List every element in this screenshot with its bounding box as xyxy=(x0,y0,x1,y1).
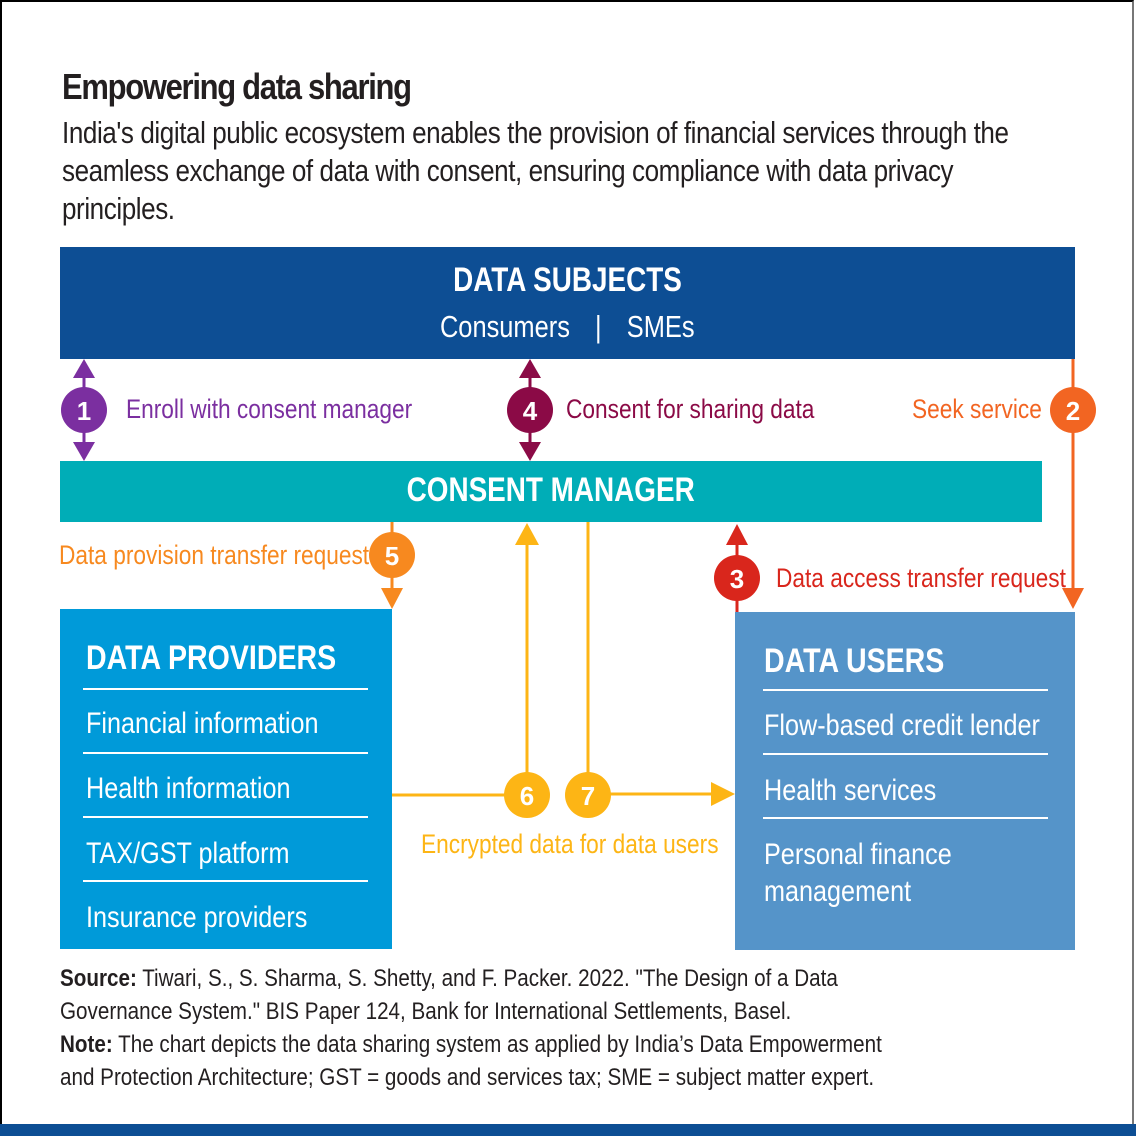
divider xyxy=(83,688,368,690)
data-subjects-separator: | xyxy=(595,309,602,344)
divider xyxy=(763,753,1048,755)
arrowhead-up-icon xyxy=(73,359,95,378)
step-2-badge xyxy=(1050,387,1096,433)
arrowhead-right-icon xyxy=(711,782,735,806)
data-provider-item: Health information xyxy=(86,772,291,805)
step-1-connector xyxy=(61,359,107,461)
consent-manager-title: CONSENT MANAGER xyxy=(406,471,696,509)
step-number: 4 xyxy=(523,396,538,426)
arrowhead-up-icon xyxy=(726,524,748,545)
data-users-title: DATA USERS xyxy=(764,642,945,680)
divider xyxy=(83,816,368,818)
step-number: 2 xyxy=(1066,396,1080,426)
arrowhead-down-icon xyxy=(1062,588,1084,609)
source-text-2: Governance System." BIS Paper 124, Bank … xyxy=(60,998,792,1025)
step-4-badge xyxy=(507,387,553,433)
divider xyxy=(763,817,1048,819)
step-7-connector xyxy=(565,522,735,818)
step-2-connector xyxy=(1050,359,1096,609)
data-user-item: management xyxy=(764,875,912,908)
data-providers-title: DATA PROVIDERS xyxy=(86,639,337,677)
data-provider-item: TAX/GST platform xyxy=(86,837,290,870)
encrypted-data-label: Encrypted data for data users xyxy=(421,829,719,859)
divider xyxy=(763,689,1048,691)
step-3-badge xyxy=(714,555,760,601)
figure-title: Empowering data sharing xyxy=(62,66,412,107)
arrowhead-down-icon xyxy=(73,442,95,461)
step-number: 1 xyxy=(77,396,91,426)
step-number: 3 xyxy=(730,564,744,594)
step-1-badge xyxy=(61,387,107,433)
consent-manager-box: CONSENT MANAGER xyxy=(60,461,1042,522)
data-subjects-box: DATA SUBJECTS Consumers | SMEs xyxy=(60,247,1075,359)
data-subjects-smes: SMEs xyxy=(627,309,695,344)
step-4-connector xyxy=(507,359,553,461)
step-number: 7 xyxy=(581,781,595,811)
source-note: Source: Tiwari, S., S. Sharma, S. Shetty… xyxy=(60,962,838,995)
data-subjects-title: DATA SUBJECTS xyxy=(453,261,682,299)
step-6-connector xyxy=(392,523,550,818)
figure-subtitle: India's digital public ecosystem enables… xyxy=(62,115,1009,226)
note-text-2: and Protection Architecture; GST = goods… xyxy=(60,1064,875,1091)
bottom-brand-bar xyxy=(0,1124,1136,1136)
note-text-1: The chart depicts the data sharing syste… xyxy=(118,1031,882,1058)
step-2-label: Seek service xyxy=(912,394,1042,424)
data-providers-box: DATA PROVIDERS Financial information Hea… xyxy=(60,609,392,949)
step-3-connector xyxy=(714,524,760,612)
step-3-label: Data access transfer request xyxy=(776,563,1066,593)
source-text-1: Tiwari, S., S. Sharma, S. Shetty, and F.… xyxy=(142,965,838,992)
source-label: Source: xyxy=(60,965,137,992)
divider xyxy=(83,752,368,754)
step-4-label: Consent for sharing data xyxy=(566,394,815,424)
data-user-item: Personal finance xyxy=(764,838,952,871)
step-number: 6 xyxy=(520,781,534,811)
step-6-badge xyxy=(504,772,550,818)
data-subjects-consumers: Consumers xyxy=(440,309,571,344)
data-user-item: Flow-based credit lender xyxy=(764,709,1040,742)
arrowhead-down-icon xyxy=(519,442,541,461)
note: Note: The chart depicts the data sharing… xyxy=(60,1028,882,1061)
step-5-label: Data provision transfer request xyxy=(59,540,370,570)
step-5-badge xyxy=(369,532,415,578)
step-7-badge xyxy=(565,772,611,818)
note-label: Note: xyxy=(60,1031,113,1058)
step-1-label: Enroll with consent manager xyxy=(126,394,413,424)
arrowhead-down-icon xyxy=(381,588,403,609)
divider xyxy=(83,880,368,882)
data-user-item: Health services xyxy=(764,774,937,807)
arrowhead-up-icon xyxy=(519,359,541,378)
arrowhead-up-icon xyxy=(515,523,539,545)
step-5-connector xyxy=(369,522,415,609)
data-users-box: DATA USERS Flow-based credit lender Heal… xyxy=(735,612,1075,950)
data-provider-item: Insurance providers xyxy=(86,901,308,934)
data-provider-item: Financial information xyxy=(86,707,319,740)
step-number: 5 xyxy=(385,541,399,571)
